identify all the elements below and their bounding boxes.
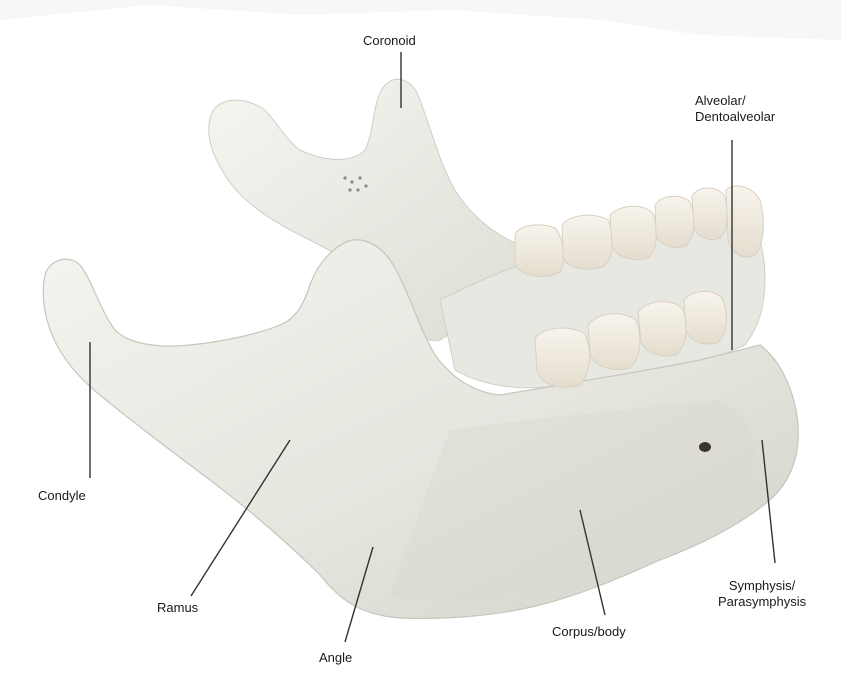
label-ramus: Ramus	[157, 600, 198, 616]
label-symphysis-line1: Symphysis/	[718, 578, 806, 594]
label-alveolar-line1: Alveolar/	[695, 93, 775, 109]
label-alveolar: Alveolar/ Dentoalveolar	[695, 93, 775, 125]
background-shadow	[0, 0, 841, 40]
label-coronoid: Coronoid	[363, 33, 416, 49]
label-alveolar-line2: Dentoalveolar	[695, 109, 775, 125]
label-corpus: Corpus/body	[552, 624, 626, 640]
mental-foramen	[699, 442, 711, 452]
label-symphysis-line2: Parasymphysis	[718, 594, 806, 610]
label-symphysis: Symphysis/ Parasymphysis	[718, 578, 806, 610]
label-condyle: Condyle	[38, 488, 86, 504]
label-angle: Angle	[319, 650, 352, 666]
